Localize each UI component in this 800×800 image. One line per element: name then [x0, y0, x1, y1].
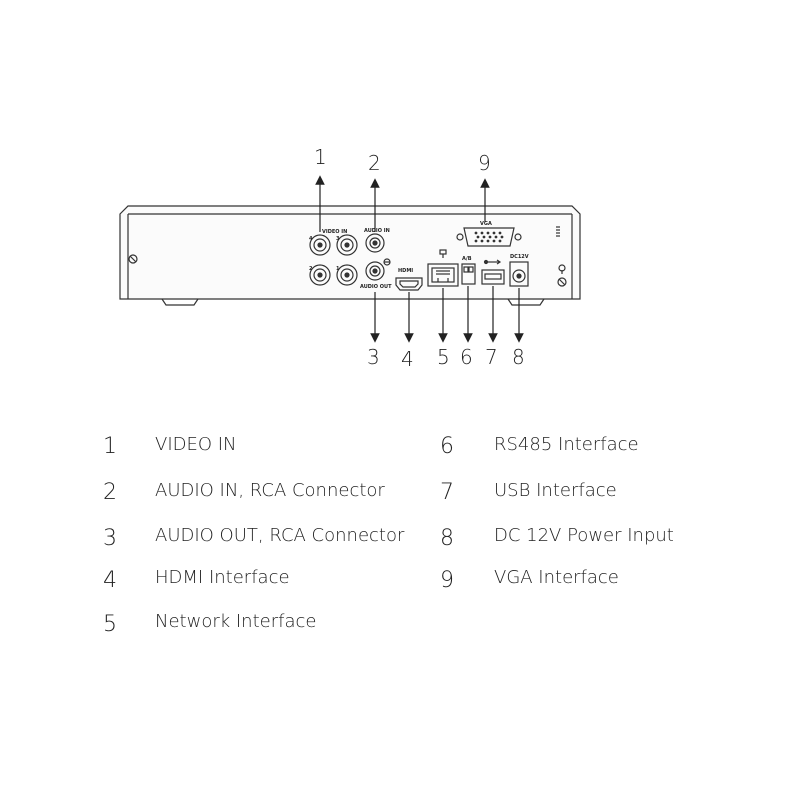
rs485-port-label: A/B: [462, 256, 472, 262]
bnc-connector-2: [336, 234, 358, 256]
callout-number-6: 6: [460, 345, 473, 369]
audio-out-port-label: AUDIO OUT: [360, 284, 392, 290]
callout-number-1: 1: [314, 145, 327, 169]
bnc-connector-3: [309, 264, 331, 286]
legend-number-6: 6: [440, 434, 454, 459]
legend-number-3: 3: [103, 526, 117, 551]
audio-ports: [365, 233, 391, 281]
callout-number-9: 9: [478, 151, 491, 175]
legend-text-3: AUDIO OUT, RCA Connector: [155, 525, 405, 546]
legend-number-8: 8: [440, 526, 454, 551]
legend-number-9: 9: [440, 568, 454, 593]
legend-text-1: VIDEO IN: [155, 434, 237, 455]
audio-out-rca-connector: [365, 261, 385, 281]
legend-text-4: HDMI Interface: [155, 567, 290, 588]
power-port-label: DC12V: [510, 254, 529, 260]
hdmi-port-label: HDMI: [398, 268, 413, 274]
channel-label-1: 1: [336, 266, 340, 272]
usb-port: [481, 259, 505, 285]
audio-in-port-label: AUDIO IN: [364, 228, 390, 234]
callout-number-8: 8: [512, 345, 525, 369]
callout-leaders: [315, 175, 524, 343]
callout-number-2: 2: [368, 151, 381, 175]
callout-number-3: 3: [367, 345, 380, 369]
rs485-port: [461, 263, 476, 285]
channel-label-4: 4: [309, 236, 313, 242]
legend-text-9: VGA Interface: [494, 567, 619, 588]
legend-number-1: 1: [103, 434, 117, 459]
legend-number-4: 4: [103, 568, 117, 593]
legend-text-6: RS485 Interface: [494, 434, 639, 455]
bnc-connector-4: [336, 264, 358, 286]
legend-number-2: 2: [103, 480, 117, 505]
legend-text-2: AUDIO IN, RCA Connector: [155, 480, 385, 501]
chassis: [119, 205, 581, 306]
legend-number-7: 7: [440, 480, 454, 505]
vga-port: [456, 227, 522, 247]
channel-label-3: 3: [336, 236, 340, 242]
network-port: [427, 249, 459, 287]
video-in-port-label: VIDEO IN: [322, 229, 347, 235]
video-in-ports: [309, 234, 358, 286]
legend-number-5: 5: [103, 612, 117, 637]
device-rear-panel-diagram: VIDEO IN 4 3 2 1 AUDIO IN AUDIO OUT HDMI…: [119, 145, 581, 371]
legend-text-5: Network Interface: [155, 611, 317, 632]
callout-number-7: 7: [485, 345, 498, 369]
callout-number-4: 4: [401, 347, 414, 371]
legend-text-7: USB Interface: [494, 480, 617, 501]
bnc-connector-1: [309, 234, 331, 256]
dc-power-port: [509, 261, 529, 287]
hdmi-port: [395, 277, 423, 291]
audio-in-rca-connector: [365, 233, 385, 253]
legend-text-8: DC 12V Power Input: [494, 525, 674, 546]
vga-port-label: VGA: [480, 221, 492, 227]
channel-label-2: 2: [309, 266, 313, 272]
callout-number-5: 5: [437, 345, 450, 369]
